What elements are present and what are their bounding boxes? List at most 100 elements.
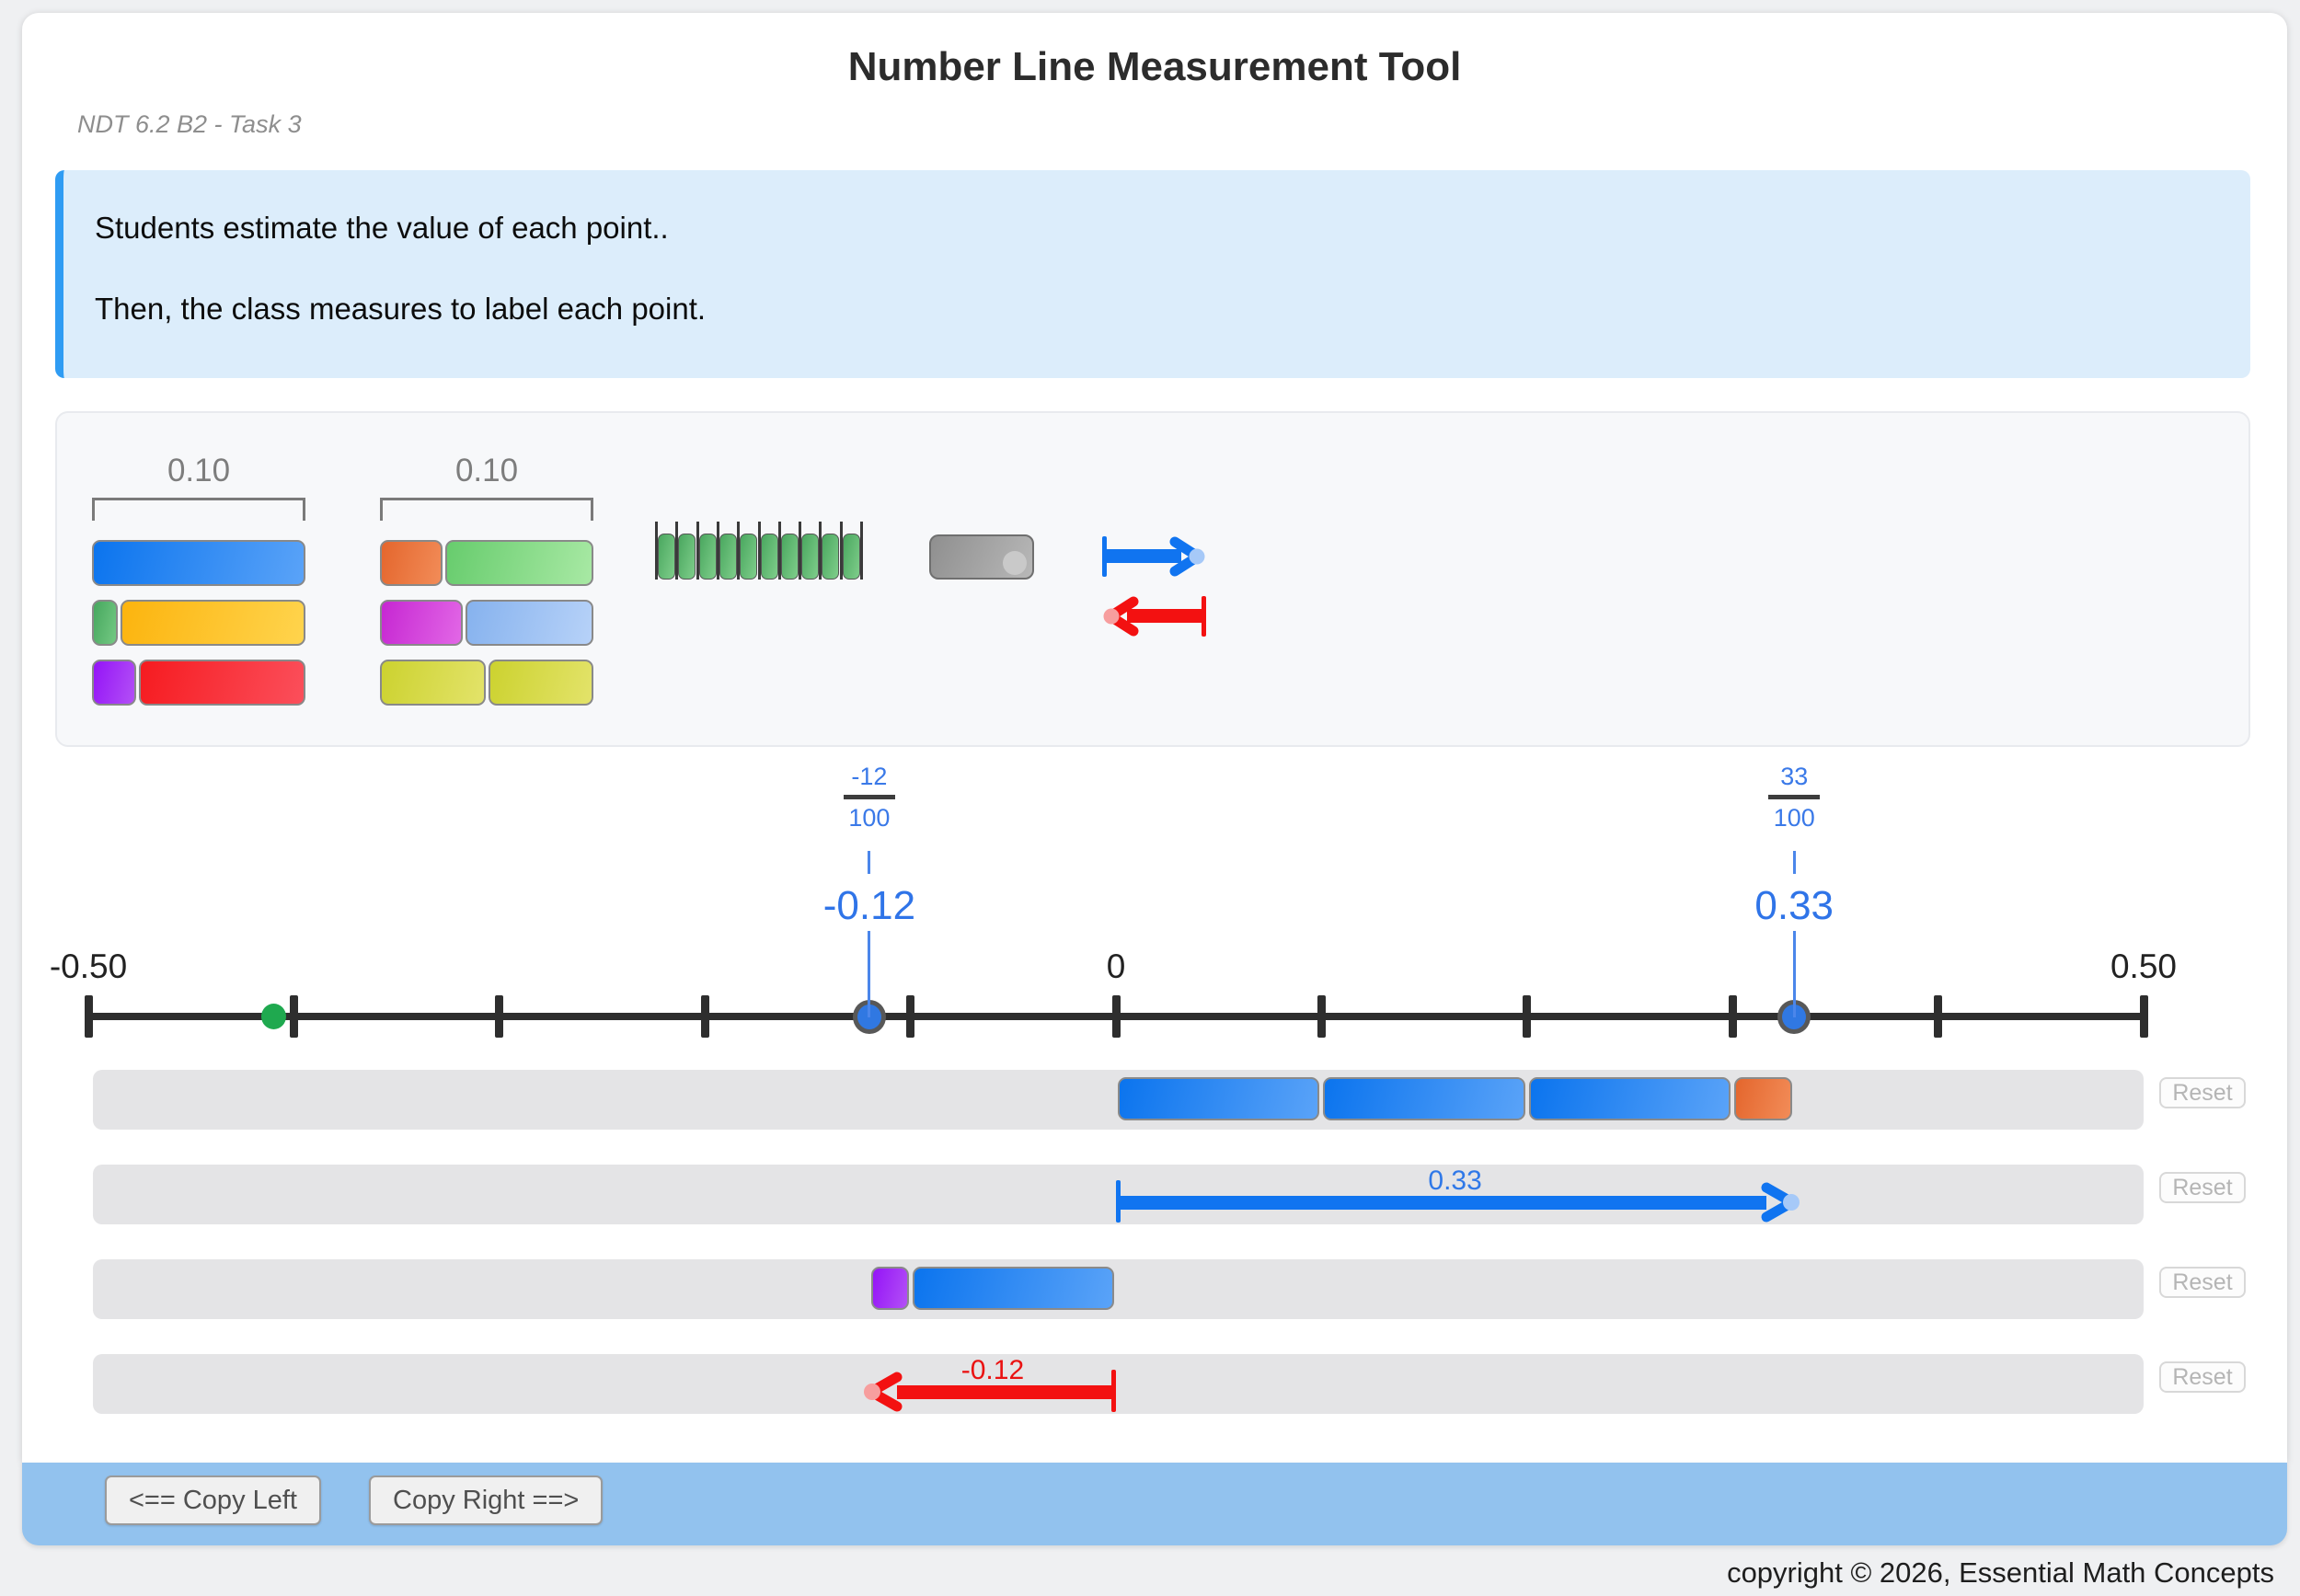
footer-bar: <== Copy Left Copy Right ==> (22, 1463, 2287, 1545)
ruler-segment (698, 534, 717, 580)
arrow-shaft (896, 1385, 1114, 1399)
track-row-4[interactable] (93, 1354, 2144, 1414)
arrow-head (1757, 1180, 1801, 1229)
ruler-tick-line (860, 522, 863, 580)
ruler-tick-line (737, 522, 741, 580)
ruler-segment (719, 534, 737, 580)
reset-button-2[interactable]: Reset (2159, 1172, 2246, 1203)
instruction-line-1: Students estimate the value of each poin… (95, 211, 669, 245)
red-left-arrow-tool[interactable] (1101, 595, 1206, 637)
ruler-segment (678, 534, 696, 580)
reset-button-1[interactable]: Reset (2159, 1077, 2246, 1108)
arrow-head (862, 1370, 906, 1418)
ruler-tick-line (777, 522, 781, 580)
arrowhead-icon (1761, 1182, 1800, 1223)
lightblue-fraction-piece[interactable] (466, 600, 593, 646)
connector-dash (1792, 851, 1796, 874)
tenth-ruler-tool[interactable] (655, 522, 863, 580)
gray-bar-tool[interactable] (929, 534, 1034, 580)
reset-button-3[interactable]: Reset (2159, 1267, 2246, 1298)
lightgreen-fraction-piece[interactable] (445, 540, 593, 586)
palette-group-2: 0.10 (380, 453, 593, 706)
ruler-segment (801, 534, 820, 580)
axis-tick (906, 995, 915, 1038)
green-fraction-piece[interactable] (92, 600, 119, 646)
yellowgreen-fraction-piece[interactable] (488, 660, 593, 706)
ruler-segment (760, 534, 778, 580)
blue-bar[interactable] (1118, 1077, 1320, 1120)
axis-tick (1728, 995, 1737, 1038)
arrow-shaft (1118, 1196, 1767, 1210)
ruler-tick-line (716, 522, 719, 580)
palette-row (92, 600, 305, 646)
axis-tick (289, 995, 298, 1038)
fraction-bar (843, 795, 895, 799)
ruler-tick-line (839, 522, 843, 580)
blue-measure-arrow[interactable]: 0.33 (1116, 1165, 1800, 1224)
ruler-segment (740, 534, 758, 580)
track-row-3[interactable] (93, 1259, 2144, 1319)
axis-tick (495, 995, 504, 1038)
palette-group-1: 0.10 (92, 453, 305, 706)
palette-row (380, 540, 593, 586)
axis-tick (1934, 995, 1943, 1038)
axis-tick (2139, 995, 2148, 1038)
axis-tick (1111, 995, 1121, 1038)
green-point[interactable] (260, 1004, 286, 1029)
ruler-segment (780, 534, 799, 580)
arrow-value-label: 0.33 (1428, 1165, 1482, 1196)
axis-tick (1523, 995, 1532, 1038)
instructions-panel: Students estimate the value of each poin… (55, 170, 2250, 378)
yellowgreen-fraction-piece[interactable] (380, 660, 486, 706)
axis-tick (84, 995, 93, 1038)
orange-bar[interactable] (1734, 1077, 1793, 1120)
ruler-tick-line (799, 522, 802, 580)
instruction-line-2: Then, the class measures to label each p… (95, 292, 707, 326)
axis-label: 0 (1106, 947, 1126, 985)
axis-label: -0.50 (49, 947, 128, 985)
yellow-fraction-piece[interactable] (121, 600, 305, 646)
arrowhead-icon (863, 1372, 903, 1412)
fraction-bar (1768, 795, 1821, 799)
palette-row (380, 600, 593, 646)
ruler-segment (822, 534, 840, 580)
bracket-icon (92, 498, 305, 521)
magenta-fraction-piece[interactable] (380, 600, 464, 646)
copy-right-button[interactable]: Copy Right ==> (369, 1475, 604, 1525)
ruler-segment (658, 534, 675, 580)
ruler-segment (842, 534, 860, 580)
task-label: NDT 6.2 B2 - Task 3 (77, 110, 302, 138)
axis-label: 0.50 (2110, 947, 2177, 985)
purple-bar[interactable] (870, 1267, 909, 1310)
connector-line (868, 931, 871, 1017)
blue-bar[interactable] (912, 1267, 1114, 1310)
decimal-label: -0.12 (822, 883, 916, 928)
palette-row (92, 540, 305, 586)
palette-row (380, 660, 593, 706)
group-size-label: 0.10 (454, 453, 519, 488)
page-title: Number Line Measurement Tool (847, 44, 1462, 89)
blue-fraction-piece[interactable] (92, 540, 305, 586)
red-measure-arrow[interactable]: -0.12 (863, 1354, 1116, 1414)
ruler-tick-line (675, 522, 679, 580)
axis-tick (700, 995, 709, 1038)
decimal-label: 0.33 (1754, 883, 1834, 928)
copy-left-button[interactable]: <== Copy Left (105, 1475, 321, 1525)
fraction-numerator: 33 (1780, 763, 1809, 790)
blue-bar[interactable] (1528, 1077, 1731, 1120)
fraction-denominator: 100 (848, 804, 891, 832)
reset-button-4[interactable]: Reset (2159, 1361, 2246, 1393)
palette-row (92, 660, 305, 706)
bracket-icon (380, 498, 593, 521)
ruler-tick-line (819, 522, 822, 580)
red-fraction-piece[interactable] (139, 660, 305, 706)
orange-fraction-piece[interactable] (380, 540, 443, 586)
group-size-label: 0.10 (167, 453, 231, 488)
blue-right-arrow-tool[interactable] (1102, 535, 1207, 578)
purple-fraction-piece[interactable] (92, 660, 137, 706)
blue-bar[interactable] (1323, 1077, 1525, 1120)
connector-dash (868, 851, 871, 874)
